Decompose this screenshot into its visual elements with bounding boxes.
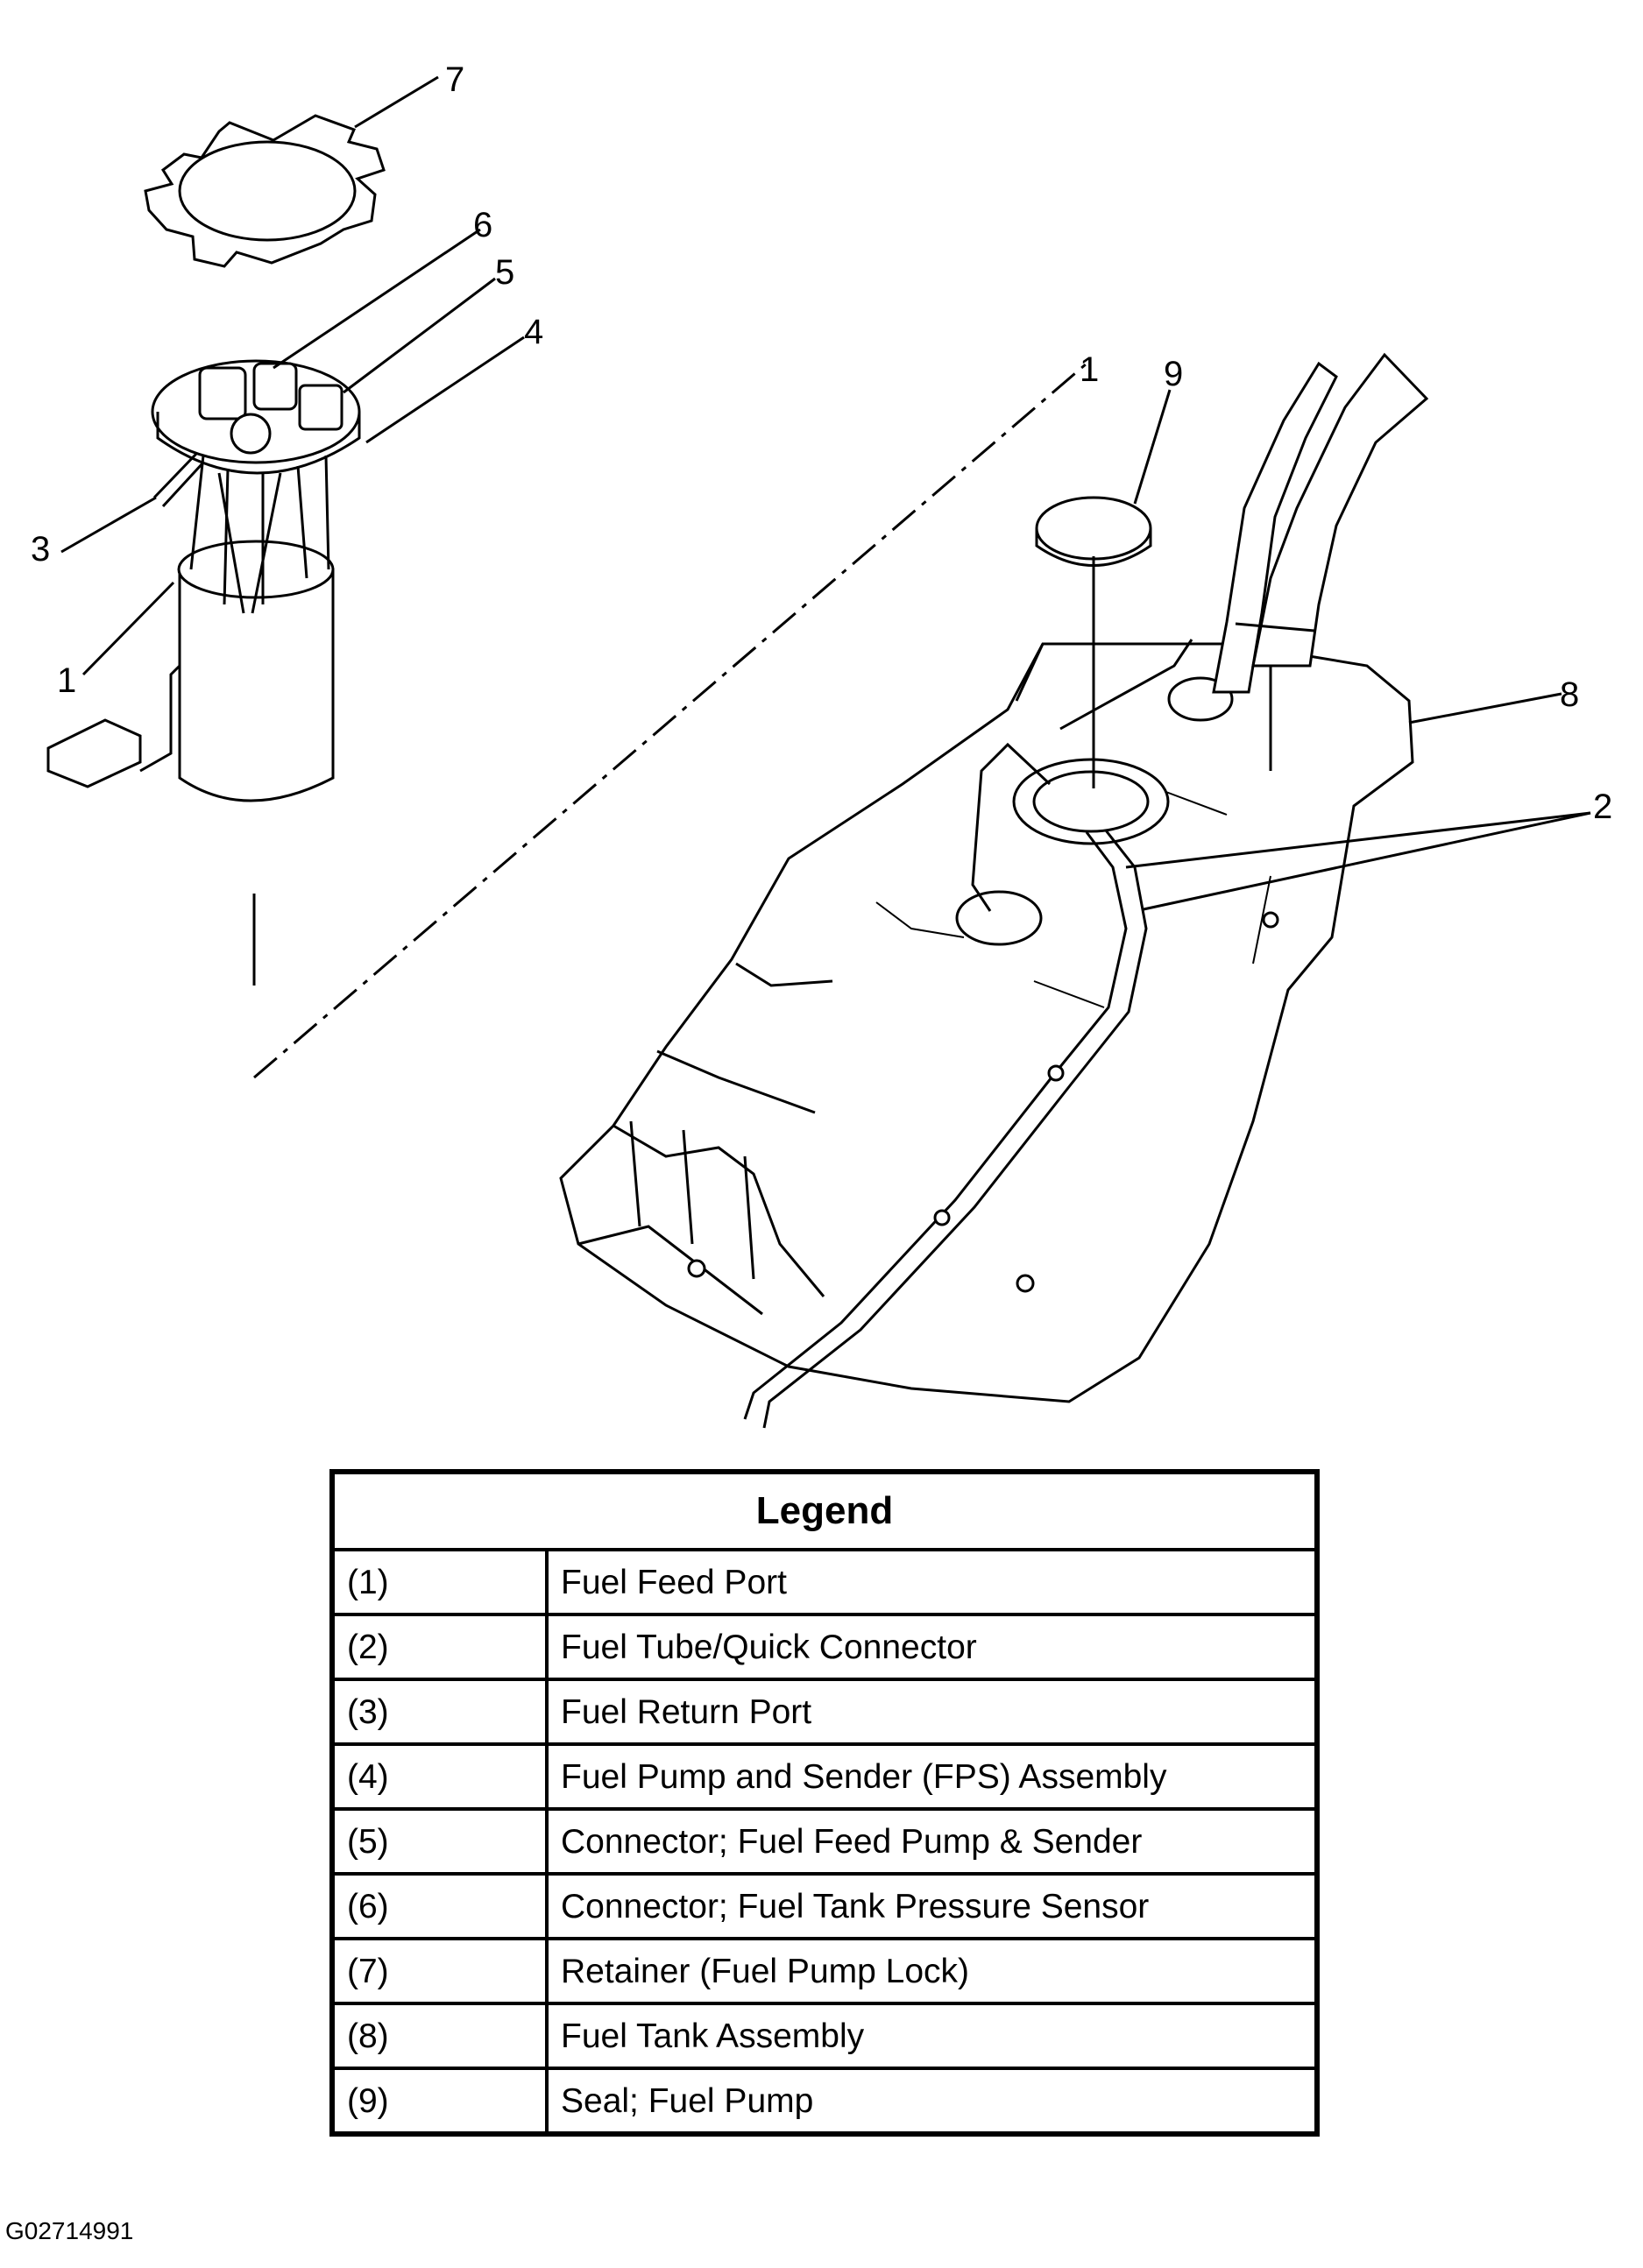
legend-number: (3) (330, 1678, 549, 1746)
legend-number: (2) (330, 1613, 549, 1681)
figure-id: G02714991 (5, 2217, 134, 2244)
callout-7: 7 (445, 60, 464, 99)
fuel-tank (559, 352, 1429, 1429)
callout-4: 4 (524, 313, 543, 351)
legend-description: Fuel Tube/Quick Connector (545, 1613, 1319, 1681)
legend-number: (6) (330, 1872, 549, 1940)
legend-row: (6) Connector; Fuel Tank Pressure Sensor (330, 1872, 1319, 1940)
legend-row: (8) Fuel Tank Assembly (330, 2002, 1319, 2070)
callout-8: 8 (1560, 675, 1579, 714)
legend-description: Connector; Fuel Tank Pressure Sensor (545, 1872, 1319, 1940)
legend-table: Legend (1) Fuel Feed Port (2) Fuel Tube/… (329, 1469, 1320, 2137)
legend-description: Fuel Pump and Sender (FPS) Assembly (545, 1742, 1319, 1811)
legend-number: (4) (330, 1742, 549, 1811)
legend-header-row: Legend (330, 1470, 1319, 1551)
callout-6: 6 (473, 206, 492, 244)
legend-row: (2) Fuel Tube/Quick Connector (330, 1613, 1319, 1681)
legend-description: Fuel Feed Port (545, 1548, 1319, 1616)
legend-number: (9) (330, 2067, 549, 2136)
legend-description: Retainer (Fuel Pump Lock) (545, 1937, 1319, 2005)
callout-1b: 1 (1080, 350, 1099, 389)
legend-row: (3) Fuel Return Port (330, 1678, 1319, 1746)
legend-number: (1) (330, 1548, 549, 1616)
legend-row: (1) Fuel Feed Port (330, 1548, 1319, 1616)
legend-description: Connector; Fuel Feed Pump & Sender (545, 1807, 1319, 1876)
callout-9: 9 (1164, 355, 1183, 393)
legend-row: (7) Retainer (Fuel Pump Lock) (330, 1937, 1319, 2005)
legend-description: Seal; Fuel Pump (545, 2067, 1319, 2136)
legend-title: Legend (330, 1470, 1319, 1551)
callout-2: 2 (1593, 788, 1612, 826)
retainer-part (144, 114, 386, 268)
callout-1a: 1 (57, 661, 76, 700)
legend-number: (7) (330, 1937, 549, 2005)
callout-3: 3 (31, 530, 50, 569)
seal-part (1035, 496, 1152, 567)
legend-row: (9) Seal; Fuel Pump (330, 2067, 1319, 2136)
fuel-system-diagram: 7 6 5 4 3 1 1 9 8 2 (31, 60, 1612, 1429)
legend-row: (5) Connector; Fuel Feed Pump & Sender (330, 1807, 1319, 1876)
leader-lines (60, 75, 1591, 911)
legend-row: (4) Fuel Pump and Sender (FPS) Assembly (330, 1742, 1319, 1811)
callout-5: 5 (495, 253, 514, 292)
legend-number: (8) (330, 2002, 549, 2070)
legend-description: Fuel Return Port (545, 1678, 1319, 1746)
installation-line (253, 362, 1087, 1079)
legend-description: Fuel Tank Assembly (545, 2002, 1319, 2070)
legend-number: (5) (330, 1807, 549, 1876)
pump-sender-assembly (46, 359, 361, 802)
